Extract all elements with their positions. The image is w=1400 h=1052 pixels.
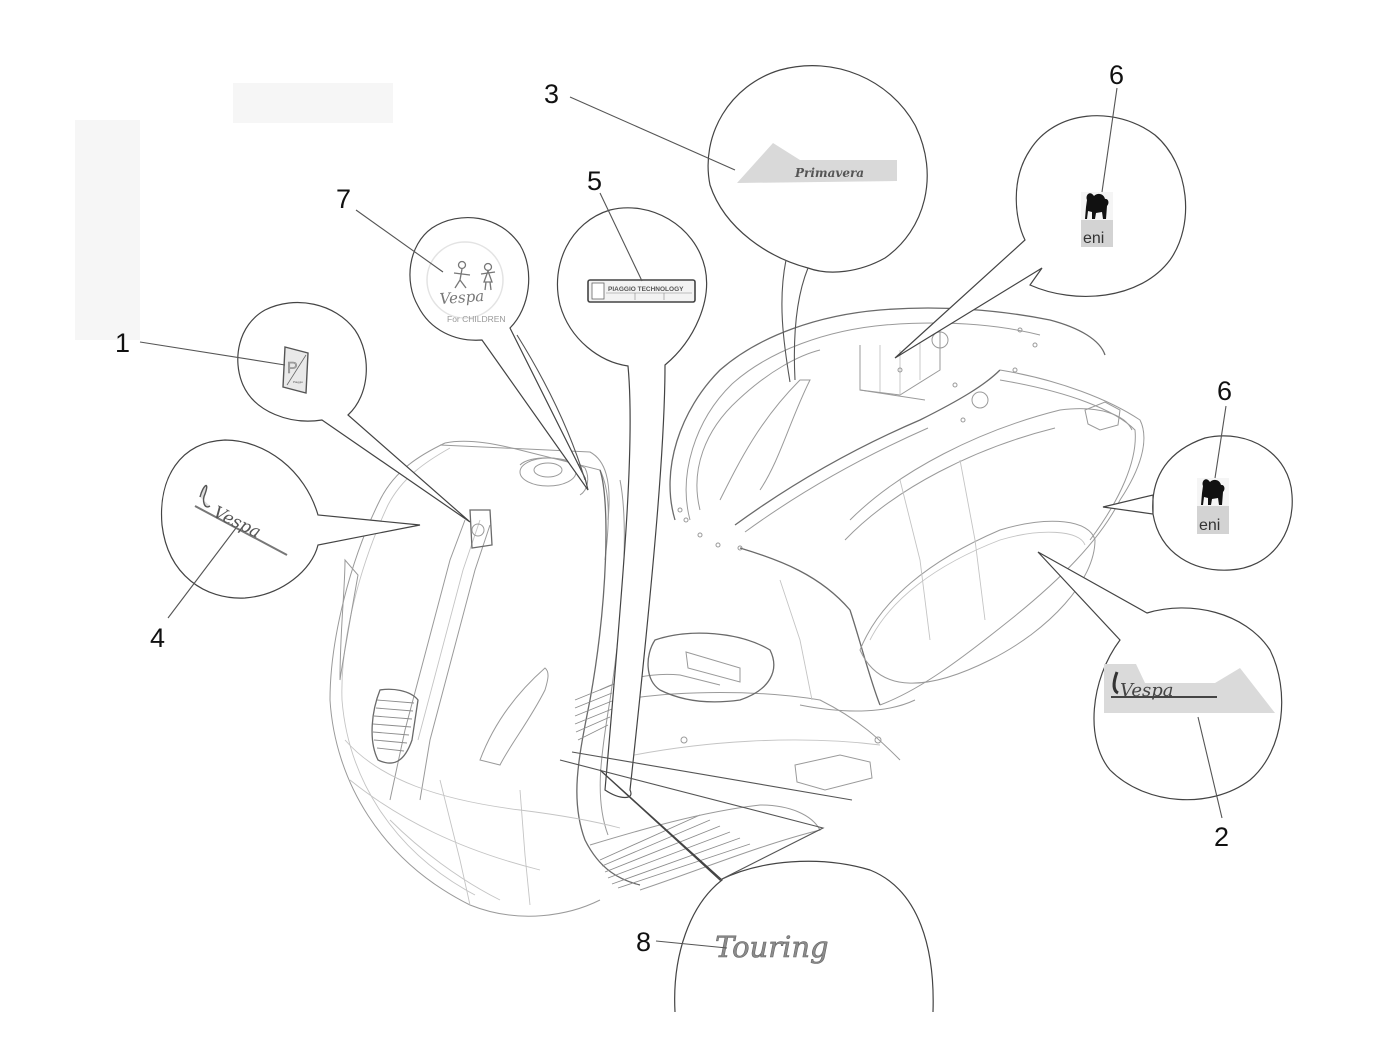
callout-1-leader bbox=[139, 341, 286, 366]
callout-7-bubble bbox=[409, 216, 589, 491]
piaggio-shield-icon: P Piaggio bbox=[282, 346, 309, 394]
watermark bbox=[75, 83, 393, 340]
callout-4[interactable]: Vespa 4 bbox=[150, 439, 421, 653]
callout-6-right-number: 6 bbox=[1217, 376, 1232, 406]
callout-8-bubble bbox=[599, 769, 934, 1013]
callout-8-leader bbox=[655, 940, 728, 949]
callout-4-number: 4 bbox=[150, 623, 165, 653]
primavera-text: Primavera bbox=[794, 166, 864, 180]
touring-text: Touring bbox=[715, 930, 829, 964]
callout-7[interactable]: Vespa For CHILDREN 7 bbox=[336, 184, 589, 491]
primavera-badge-icon: Primavera bbox=[737, 143, 897, 183]
callout-2-number: 2 bbox=[1214, 822, 1229, 852]
vespa-side-emblem-icon: Vespa bbox=[1104, 664, 1275, 713]
callout-3[interactable]: Primavera 3 bbox=[544, 65, 928, 383]
callout-7-leader bbox=[355, 209, 444, 273]
eni-logo-icon: eni bbox=[1197, 478, 1229, 534]
scooter-body bbox=[329, 307, 1145, 917]
callout-5[interactable]: PIAGGIO TECHNOLOGY 5 bbox=[556, 166, 708, 799]
vespa-for-children-brand: Vespa bbox=[439, 287, 485, 308]
eni-text-right: eni bbox=[1199, 517, 1220, 534]
vespa-side-emblem-text: Vespa bbox=[1120, 680, 1174, 701]
children-figures-icon bbox=[453, 260, 496, 291]
touring-script-emblem-icon: Touring bbox=[715, 930, 829, 965]
piaggio-shield-letter: P bbox=[287, 360, 298, 377]
piaggio-technology-text: PIAGGIO TECHNOLOGY bbox=[608, 286, 684, 293]
callout-3-number: 3 bbox=[544, 79, 559, 109]
callout-5-number: 5 bbox=[587, 166, 602, 196]
callout-1[interactable]: P Piaggio 1 bbox=[115, 301, 471, 523]
callout-6-top-number: 6 bbox=[1109, 60, 1124, 90]
callout-2-bubble bbox=[1037, 551, 1283, 801]
callout-7-tail bbox=[516, 334, 586, 481]
callout-6-right[interactable]: eni 6 bbox=[1102, 376, 1293, 571]
piaggio-technology-plate-icon: PIAGGIO TECHNOLOGY bbox=[587, 279, 696, 303]
callout-4-leader bbox=[167, 527, 237, 619]
callout-2[interactable]: Vespa 2 bbox=[1037, 551, 1283, 852]
eni-text-top: eni bbox=[1083, 230, 1104, 247]
vespa-for-children-sub: For CHILDREN bbox=[447, 314, 506, 324]
callout-4-bubble bbox=[160, 439, 421, 599]
callout-3-leader bbox=[569, 96, 736, 171]
piaggio-shield-small-text: Piaggio bbox=[293, 380, 303, 384]
callout-3-tail bbox=[781, 259, 809, 383]
callout-2-leader bbox=[1197, 716, 1223, 819]
callout-6-top[interactable]: eni 6 bbox=[894, 60, 1187, 359]
callout-1-number: 1 bbox=[115, 328, 130, 358]
callout-5-leader bbox=[599, 192, 643, 282]
callout-8[interactable]: Touring 8 bbox=[559, 751, 934, 1013]
callout-8-number: 8 bbox=[636, 927, 651, 957]
callout-6-top-bubble bbox=[894, 115, 1187, 359]
eni-logo-icon: eni bbox=[1081, 192, 1113, 247]
callout-6-top-leader bbox=[1101, 87, 1118, 193]
callout-5-bubble bbox=[556, 207, 708, 799]
callout-8-tail bbox=[559, 751, 853, 881]
callout-6-right-leader bbox=[1214, 405, 1227, 479]
callout-7-number: 7 bbox=[336, 184, 351, 214]
